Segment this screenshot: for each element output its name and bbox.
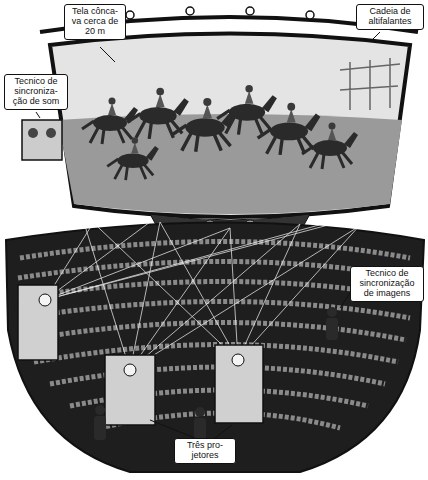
projector-lenses [39, 294, 244, 376]
callout-label: Tecnico de sincroniza- ção de som [8, 77, 64, 107]
callout-box: Três pro- jetores [174, 438, 236, 464]
auditorium [6, 223, 424, 473]
sound-reels [28, 128, 56, 138]
callout-label: Tela cônca- va cerca de 20 m [68, 7, 122, 37]
race-horses [82, 85, 358, 180]
projector-booths [18, 285, 263, 425]
callout-label: Três pro- jetores [178, 441, 232, 461]
callout-box: Tecnico de sincronização de imagens [350, 266, 424, 302]
callout-box: Tecnico de sincroniza- ção de som [4, 74, 68, 110]
fence [340, 58, 400, 110]
leader-lines [36, 32, 380, 438]
callout-box: Tela cônca- va cerca de 20 m [64, 4, 126, 40]
callout-box: Cadeia de altifalantes [356, 4, 424, 30]
callout-label: Tecnico de sincronização de imagens [354, 269, 420, 299]
callout-label: Cadeia de altifalantes [360, 7, 420, 27]
operators [94, 307, 338, 442]
sound-console [22, 120, 62, 160]
concave-screen [50, 34, 410, 218]
